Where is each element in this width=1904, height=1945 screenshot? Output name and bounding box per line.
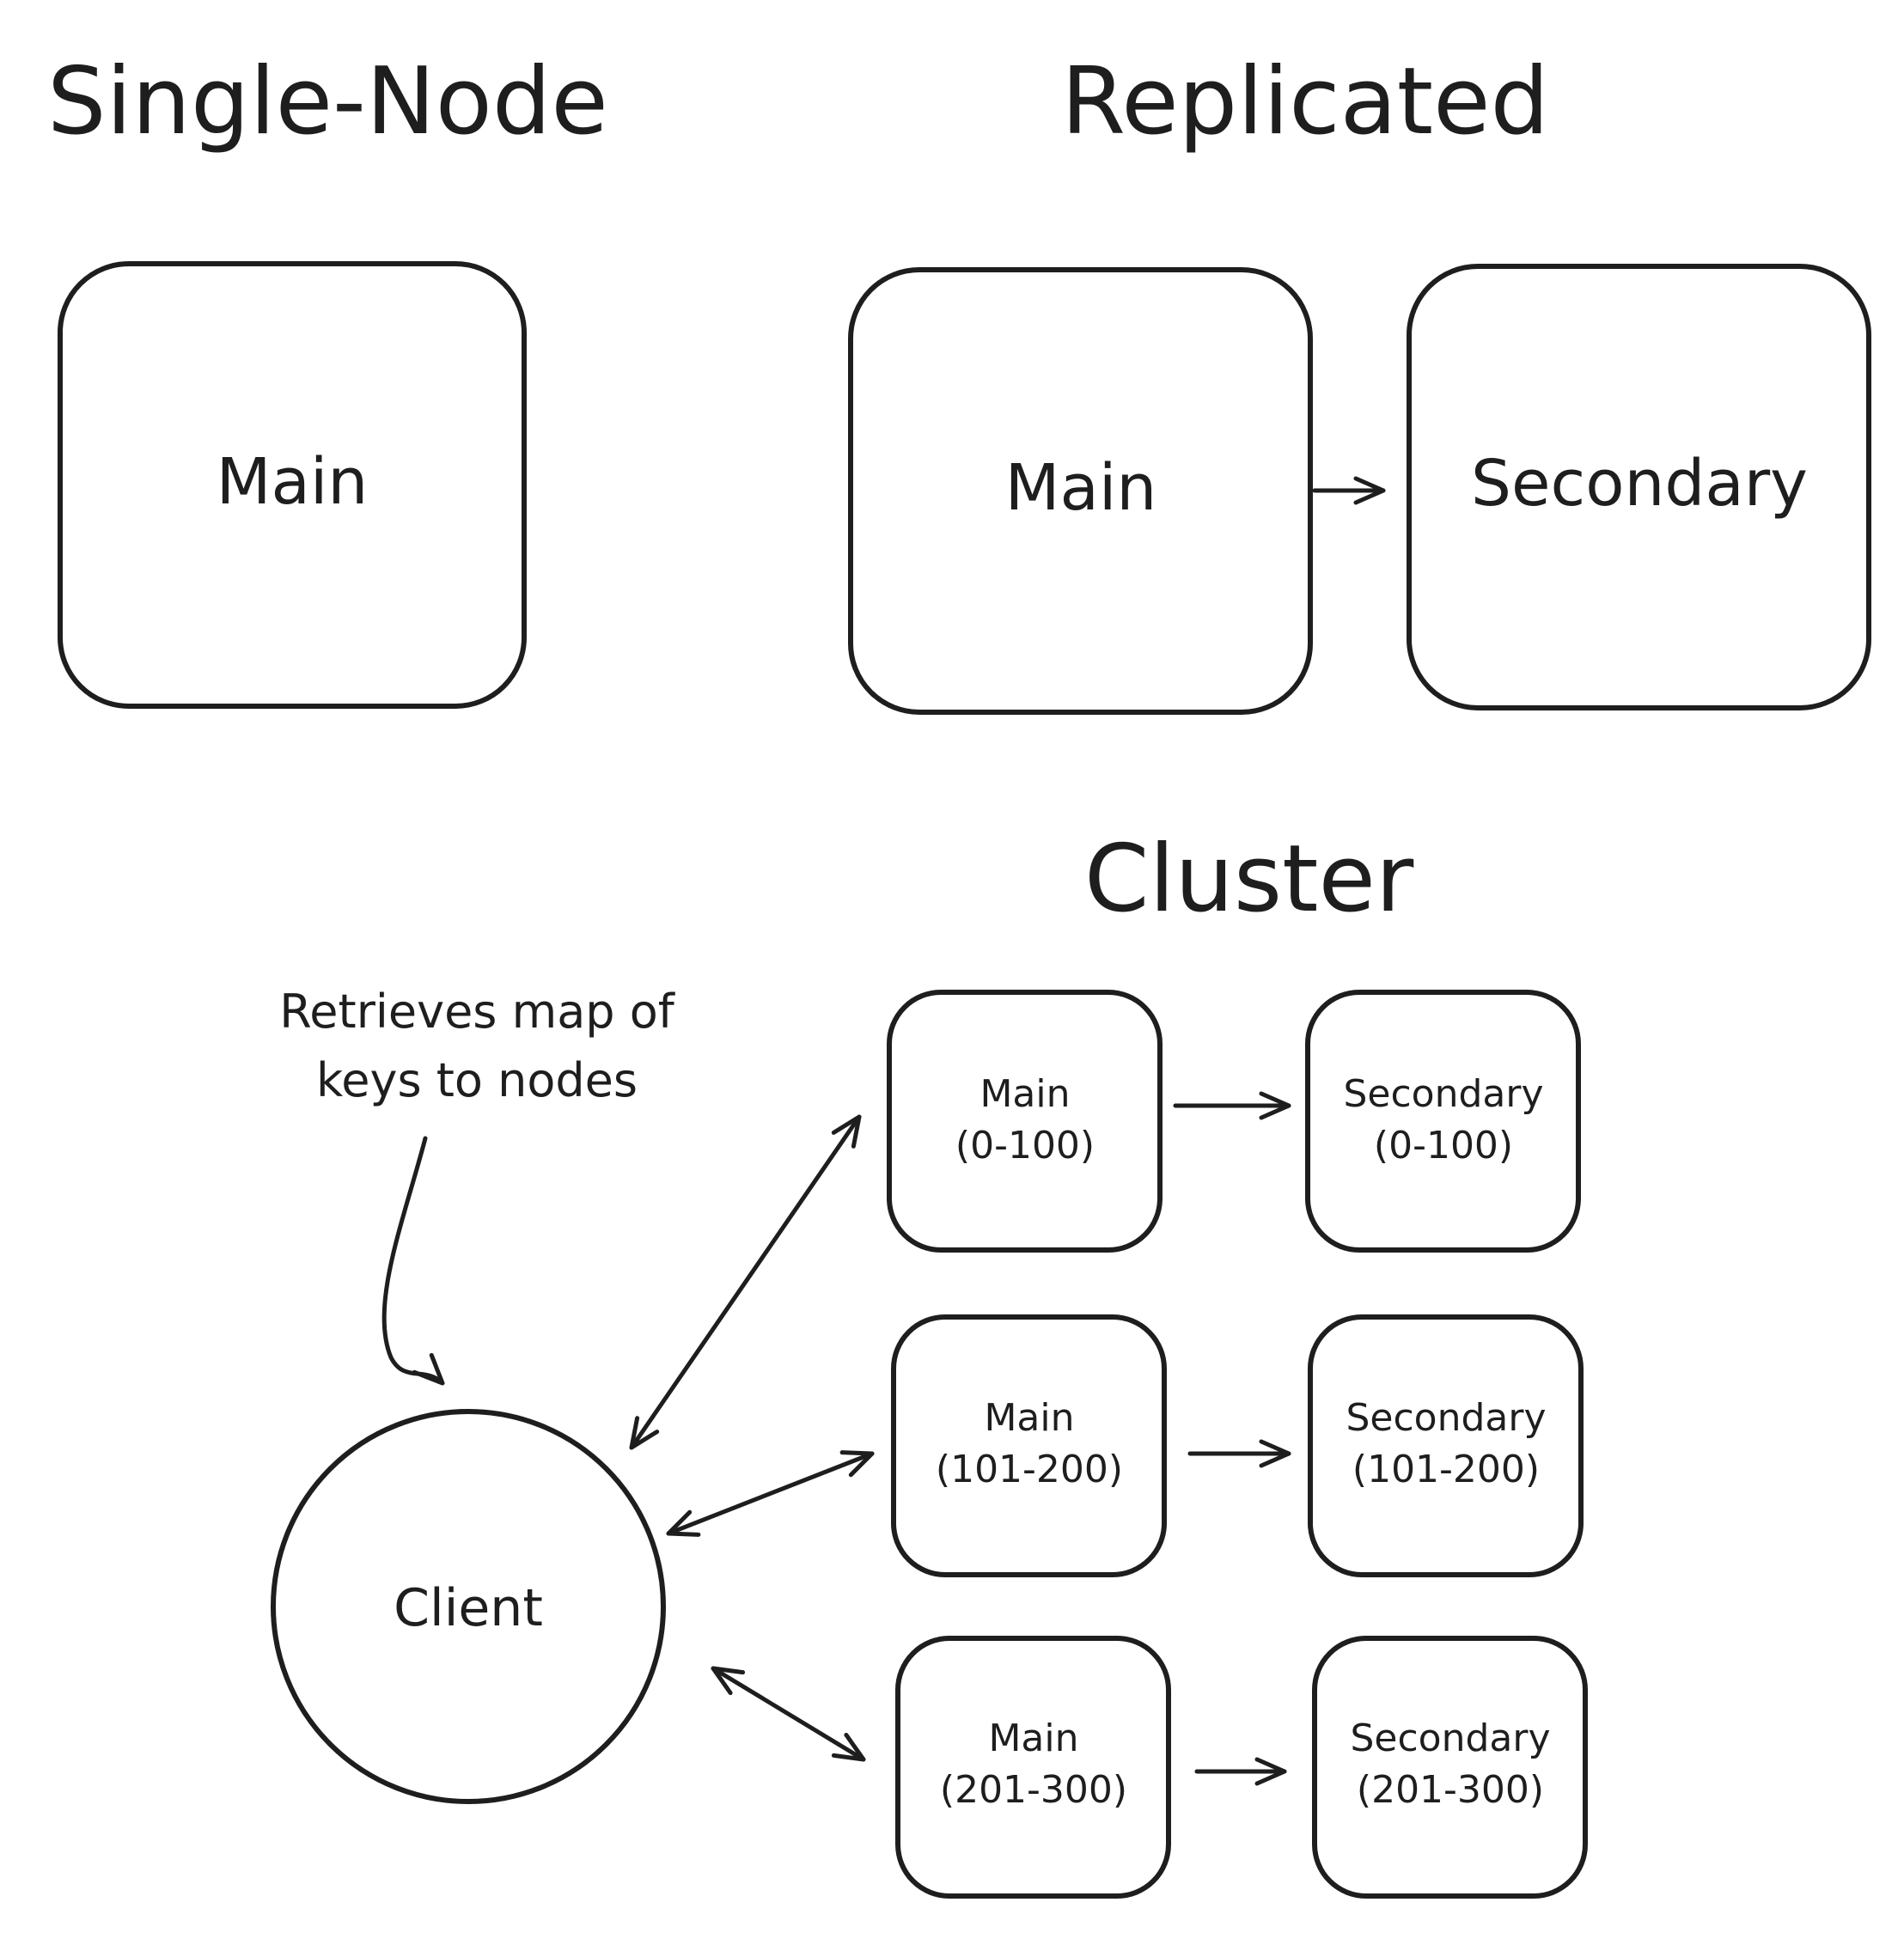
shard-1-main-box[interactable] — [887, 990, 1163, 1253]
cluster-title: Cluster — [1084, 826, 1414, 933]
client-label: Client — [394, 1578, 543, 1638]
shard-3-main-range: (201-300) — [940, 1768, 1127, 1812]
replicated-main-box[interactable] — [848, 267, 1313, 715]
client-node[interactable] — [271, 1409, 666, 1804]
shard-row-1: Main (0-100) Secondary (0-100) — [887, 990, 1581, 1253]
replicated-secondary-box[interactable] — [1407, 264, 1871, 710]
single-node-section: Single-Node Main — [47, 48, 608, 709]
shard-3-main-box[interactable] — [895, 1636, 1171, 1899]
single-node-main-label: Main — [217, 445, 369, 519]
shard-1-main-label: Main — [979, 1072, 1070, 1116]
replicated-main-label: Main — [1005, 451, 1157, 525]
shard-3-main-label: Main — [988, 1716, 1078, 1760]
cluster-note-line-2: keys to nodes — [316, 1053, 638, 1107]
client-shard-3-arrow — [711, 1666, 866, 1762]
client-shard-1-arrow — [629, 1114, 862, 1450]
shard-2-main-label: Main — [984, 1396, 1074, 1440]
shard-row-2: Main (101-200) Secondary (101-200) — [891, 1314, 1584, 1577]
replicated-secondary-label: Secondary — [1471, 447, 1808, 521]
cluster-note-line-1: Retrieves map of — [279, 985, 676, 1039]
shard-1-secondary-range: (0-100) — [1374, 1124, 1513, 1168]
single-node-title: Single-Node — [47, 48, 608, 155]
shard-3-secondary-label: Secondary — [1350, 1716, 1550, 1760]
shard-3-secondary-range: (201-300) — [1357, 1768, 1544, 1812]
shard-2-secondary-range: (101-200) — [1352, 1448, 1540, 1491]
replicated-section: Replicated Main Secondary — [848, 48, 1871, 715]
shard-2-main-range: (101-200) — [936, 1448, 1123, 1491]
shard-1-secondary-label: Secondary — [1343, 1072, 1543, 1116]
shard-3-secondary-box[interactable] — [1312, 1636, 1588, 1899]
client-shard-2-arrow — [666, 1450, 875, 1537]
shard-1-main-range: (0-100) — [955, 1124, 1095, 1168]
note-pointer-arrow — [381, 1136, 445, 1386]
replicated-title: Replicated — [1061, 48, 1549, 155]
cluster-section: Cluster Retrieves map of keys to nodes C… — [271, 826, 1588, 1899]
shard-2-secondary-label: Secondary — [1346, 1396, 1546, 1440]
shard-1-secondary-box[interactable] — [1305, 990, 1581, 1253]
shard-2-main-box[interactable] — [891, 1314, 1167, 1577]
shard-2-secondary-box[interactable] — [1308, 1314, 1584, 1577]
single-node-main-box[interactable] — [58, 261, 527, 709]
shard-row-3: Main (201-300) Secondary (201-300) — [895, 1636, 1588, 1899]
